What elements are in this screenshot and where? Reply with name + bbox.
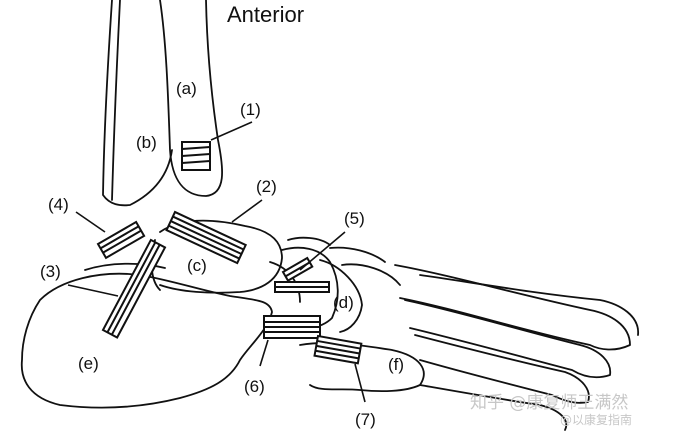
metatarsal-5 — [419, 384, 568, 431]
tibia-inner-line — [111, 0, 121, 201]
leader-1 — [210, 121, 253, 141]
label-e: (e) — [78, 354, 99, 373]
ligament-2-band — [165, 210, 248, 265]
label-4: (4) — [48, 195, 69, 214]
metatarsal-1 — [394, 264, 631, 351]
ligament-3-band — [101, 238, 167, 339]
ligament-1-band — [181, 141, 211, 171]
ligament-5-band — [281, 256, 314, 283]
leader-3 — [67, 284, 119, 297]
tibia-outline — [102, 0, 173, 207]
leader-lines — [67, 121, 366, 403]
leader-2 — [231, 199, 263, 223]
label-3: (3) — [40, 262, 61, 281]
label-f: (f) — [388, 355, 405, 374]
metatarsal-2 — [404, 299, 612, 379]
fibula-outline — [159, 0, 223, 197]
ligament-7-band — [313, 334, 363, 365]
calcaneus-top — [84, 262, 166, 271]
ligament-5b-band — [274, 281, 330, 293]
cuneiform-3 — [341, 263, 401, 286]
label-2: (2) — [256, 177, 277, 196]
label-a: (a) — [176, 79, 197, 98]
label-5: (5) — [344, 209, 365, 228]
leader-6 — [259, 339, 269, 367]
label-1: (1) — [240, 100, 261, 119]
calcaneus-outline — [20, 272, 273, 409]
ligament-6-band — [263, 315, 321, 339]
page-title: Anterior — [227, 2, 305, 27]
leader-5 — [299, 231, 346, 271]
talus-outline — [159, 219, 283, 294]
cuneiform-1 — [287, 236, 331, 246]
leader-7 — [354, 363, 366, 403]
ligament-4-band — [96, 220, 146, 260]
cuneiform-2 — [329, 246, 386, 263]
metatarsal-extra — [419, 274, 639, 336]
leader-4 — [75, 211, 106, 233]
label-b: (b) — [136, 133, 157, 152]
metatarsal-3 — [414, 334, 590, 404]
label-c: (c) — [187, 256, 207, 275]
watermark-text: 知乎 @康复师王满然 — [470, 393, 629, 413]
navicular-front — [319, 259, 363, 333]
label-d: (d) — [333, 293, 354, 312]
label-7: (7) — [355, 410, 376, 429]
watermark-line2: @以康复指南 — [560, 413, 633, 427]
label-6: (6) — [244, 377, 265, 396]
ligament-bands — [96, 141, 363, 365]
